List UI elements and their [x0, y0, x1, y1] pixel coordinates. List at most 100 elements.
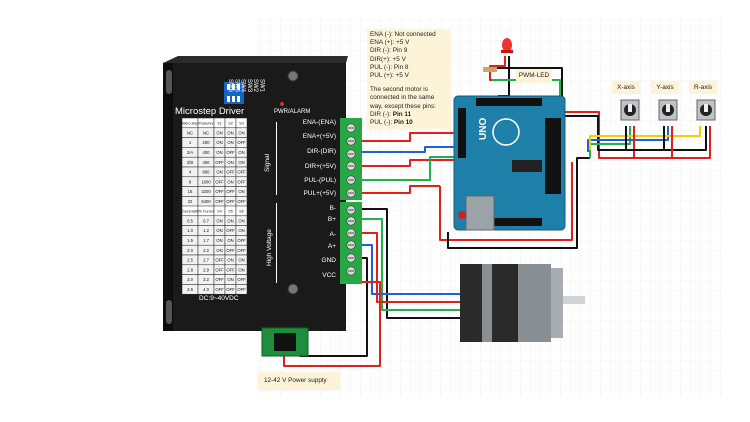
wires	[283, 56, 711, 367]
table-cell: 4	[189, 170, 192, 175]
table-cell: 800	[203, 170, 211, 175]
table-cell: ON	[216, 218, 222, 223]
note-pin-number: Pin 10	[393, 119, 413, 127]
table-cell: ON	[216, 248, 222, 253]
table-cell: 400	[203, 150, 211, 155]
table-cell: OFF	[215, 189, 224, 194]
table-cell: ON	[238, 267, 244, 272]
table-cell: OFF	[215, 277, 224, 282]
table-cell: OFF	[215, 287, 224, 292]
table-cell: OFF	[226, 150, 235, 155]
table-cell: OFF	[215, 258, 224, 263]
table-cell: S2	[228, 122, 232, 126]
table-cell: OFF	[237, 199, 246, 204]
table-cell: 8	[189, 179, 192, 184]
table-cell: Pulse/rev	[199, 122, 214, 126]
table-cell: OFF	[237, 287, 246, 292]
table-cell: ON	[216, 140, 222, 145]
note-line: DIR(+): +5 V	[370, 55, 406, 63]
note-paragraph: The second motor is connected in the sam…	[370, 86, 436, 110]
terminal-label: DIR-(DIR)	[307, 148, 336, 155]
table-cell: 0.5	[187, 218, 193, 223]
terminal-label: VCC	[322, 272, 336, 279]
table-cell: 2.5	[187, 258, 193, 263]
table-cell: OFF	[215, 179, 224, 184]
table-cell: OFF	[237, 170, 246, 175]
note-pin-number: Pin 11	[392, 110, 412, 118]
table-cell: 2.0	[187, 248, 193, 253]
table-cell: ON	[227, 258, 233, 263]
table-cell: 1600	[201, 179, 211, 184]
table-cell: 3200	[201, 189, 211, 194]
table-cell: 2.9	[203, 267, 209, 272]
table-cell: OFF	[237, 238, 246, 243]
switch-label: SW5	[233, 79, 239, 93]
table-cell: OFF	[226, 189, 235, 194]
table-cell: 2/B	[187, 160, 193, 165]
table-cell: ON	[238, 228, 244, 233]
signal-terminal-block	[340, 118, 362, 200]
table-cell: 1	[189, 140, 192, 145]
table-cell: 2/A	[187, 150, 193, 155]
switch-label: SW4	[240, 79, 246, 93]
table-cell: S1	[217, 122, 221, 126]
table-cell: OFF	[226, 248, 235, 253]
potentiometer-r	[696, 99, 716, 121]
table-cell: 400	[203, 160, 211, 165]
table-cell: 200	[203, 140, 211, 145]
table-cell: S3	[239, 122, 243, 126]
pwr-alarm-label: PWR/ALARM	[274, 109, 310, 115]
table-cell: 1.7	[203, 238, 209, 243]
stepper-motor	[460, 264, 585, 342]
table-cell: 1.0	[187, 228, 193, 233]
table-cell: ON	[216, 130, 222, 135]
table-cell: OFF	[215, 267, 224, 272]
high-voltage-label: High Voltage	[266, 229, 273, 266]
table-cell: ON	[227, 238, 233, 243]
led	[483, 38, 513, 72]
table-cell: 6400	[201, 199, 211, 204]
table-cell: ON	[227, 218, 233, 223]
arduino-board: UNO	[453, 95, 566, 231]
note-pin-prefix: PUL (-):	[370, 119, 394, 127]
note-pin-prefix: DIR (-):	[370, 110, 393, 118]
x-axis-label: X-axis	[612, 81, 640, 94]
table-cell: ON	[238, 130, 244, 135]
table-cell: S4	[217, 210, 221, 214]
note-line: DIR (-): Pin 9	[370, 47, 408, 55]
switch-label: SW6	[227, 79, 233, 93]
table-cell: OFF	[226, 199, 235, 204]
terminal-label: A+	[328, 243, 336, 250]
table-cell: OFF	[237, 140, 246, 145]
table-cell: 2.8	[187, 267, 193, 272]
terminal-label: ENA-(ENA)	[303, 119, 336, 126]
table-cell: ON	[238, 218, 244, 223]
table-cell: OFF	[226, 287, 235, 292]
table-cell: 3.0	[187, 277, 193, 282]
table-cell: NC	[203, 130, 209, 135]
table-cell: OFF	[237, 248, 246, 253]
table-cell: Current(A)	[182, 210, 199, 214]
terminal-label: PUL+(+5V)	[303, 190, 336, 197]
table-cell: ON	[238, 150, 244, 155]
table-cell: 4.0	[203, 287, 209, 292]
table-cell: OFF	[226, 170, 235, 175]
table-cell: ON	[227, 277, 233, 282]
note-line: PUL (-): Pin 8	[370, 63, 409, 71]
terminal-label: PUL-(PUL)	[304, 177, 336, 184]
table-cell: OFF	[215, 199, 224, 204]
table-cell: NC	[187, 130, 193, 135]
table-cell: ON	[216, 150, 222, 155]
table-cell: 3.2	[203, 277, 209, 282]
terminal-label: DIR+(+5V)	[305, 163, 336, 170]
table-cell: ON	[216, 238, 222, 243]
power-supply-label: 12-42 V Power supply	[258, 372, 340, 390]
table-cell: OFF	[226, 228, 235, 233]
terminal-label: A-	[330, 231, 337, 238]
table-cell: 1.2	[203, 228, 209, 233]
switch-label: SW3	[246, 79, 252, 93]
table-cell: ON	[216, 170, 222, 175]
